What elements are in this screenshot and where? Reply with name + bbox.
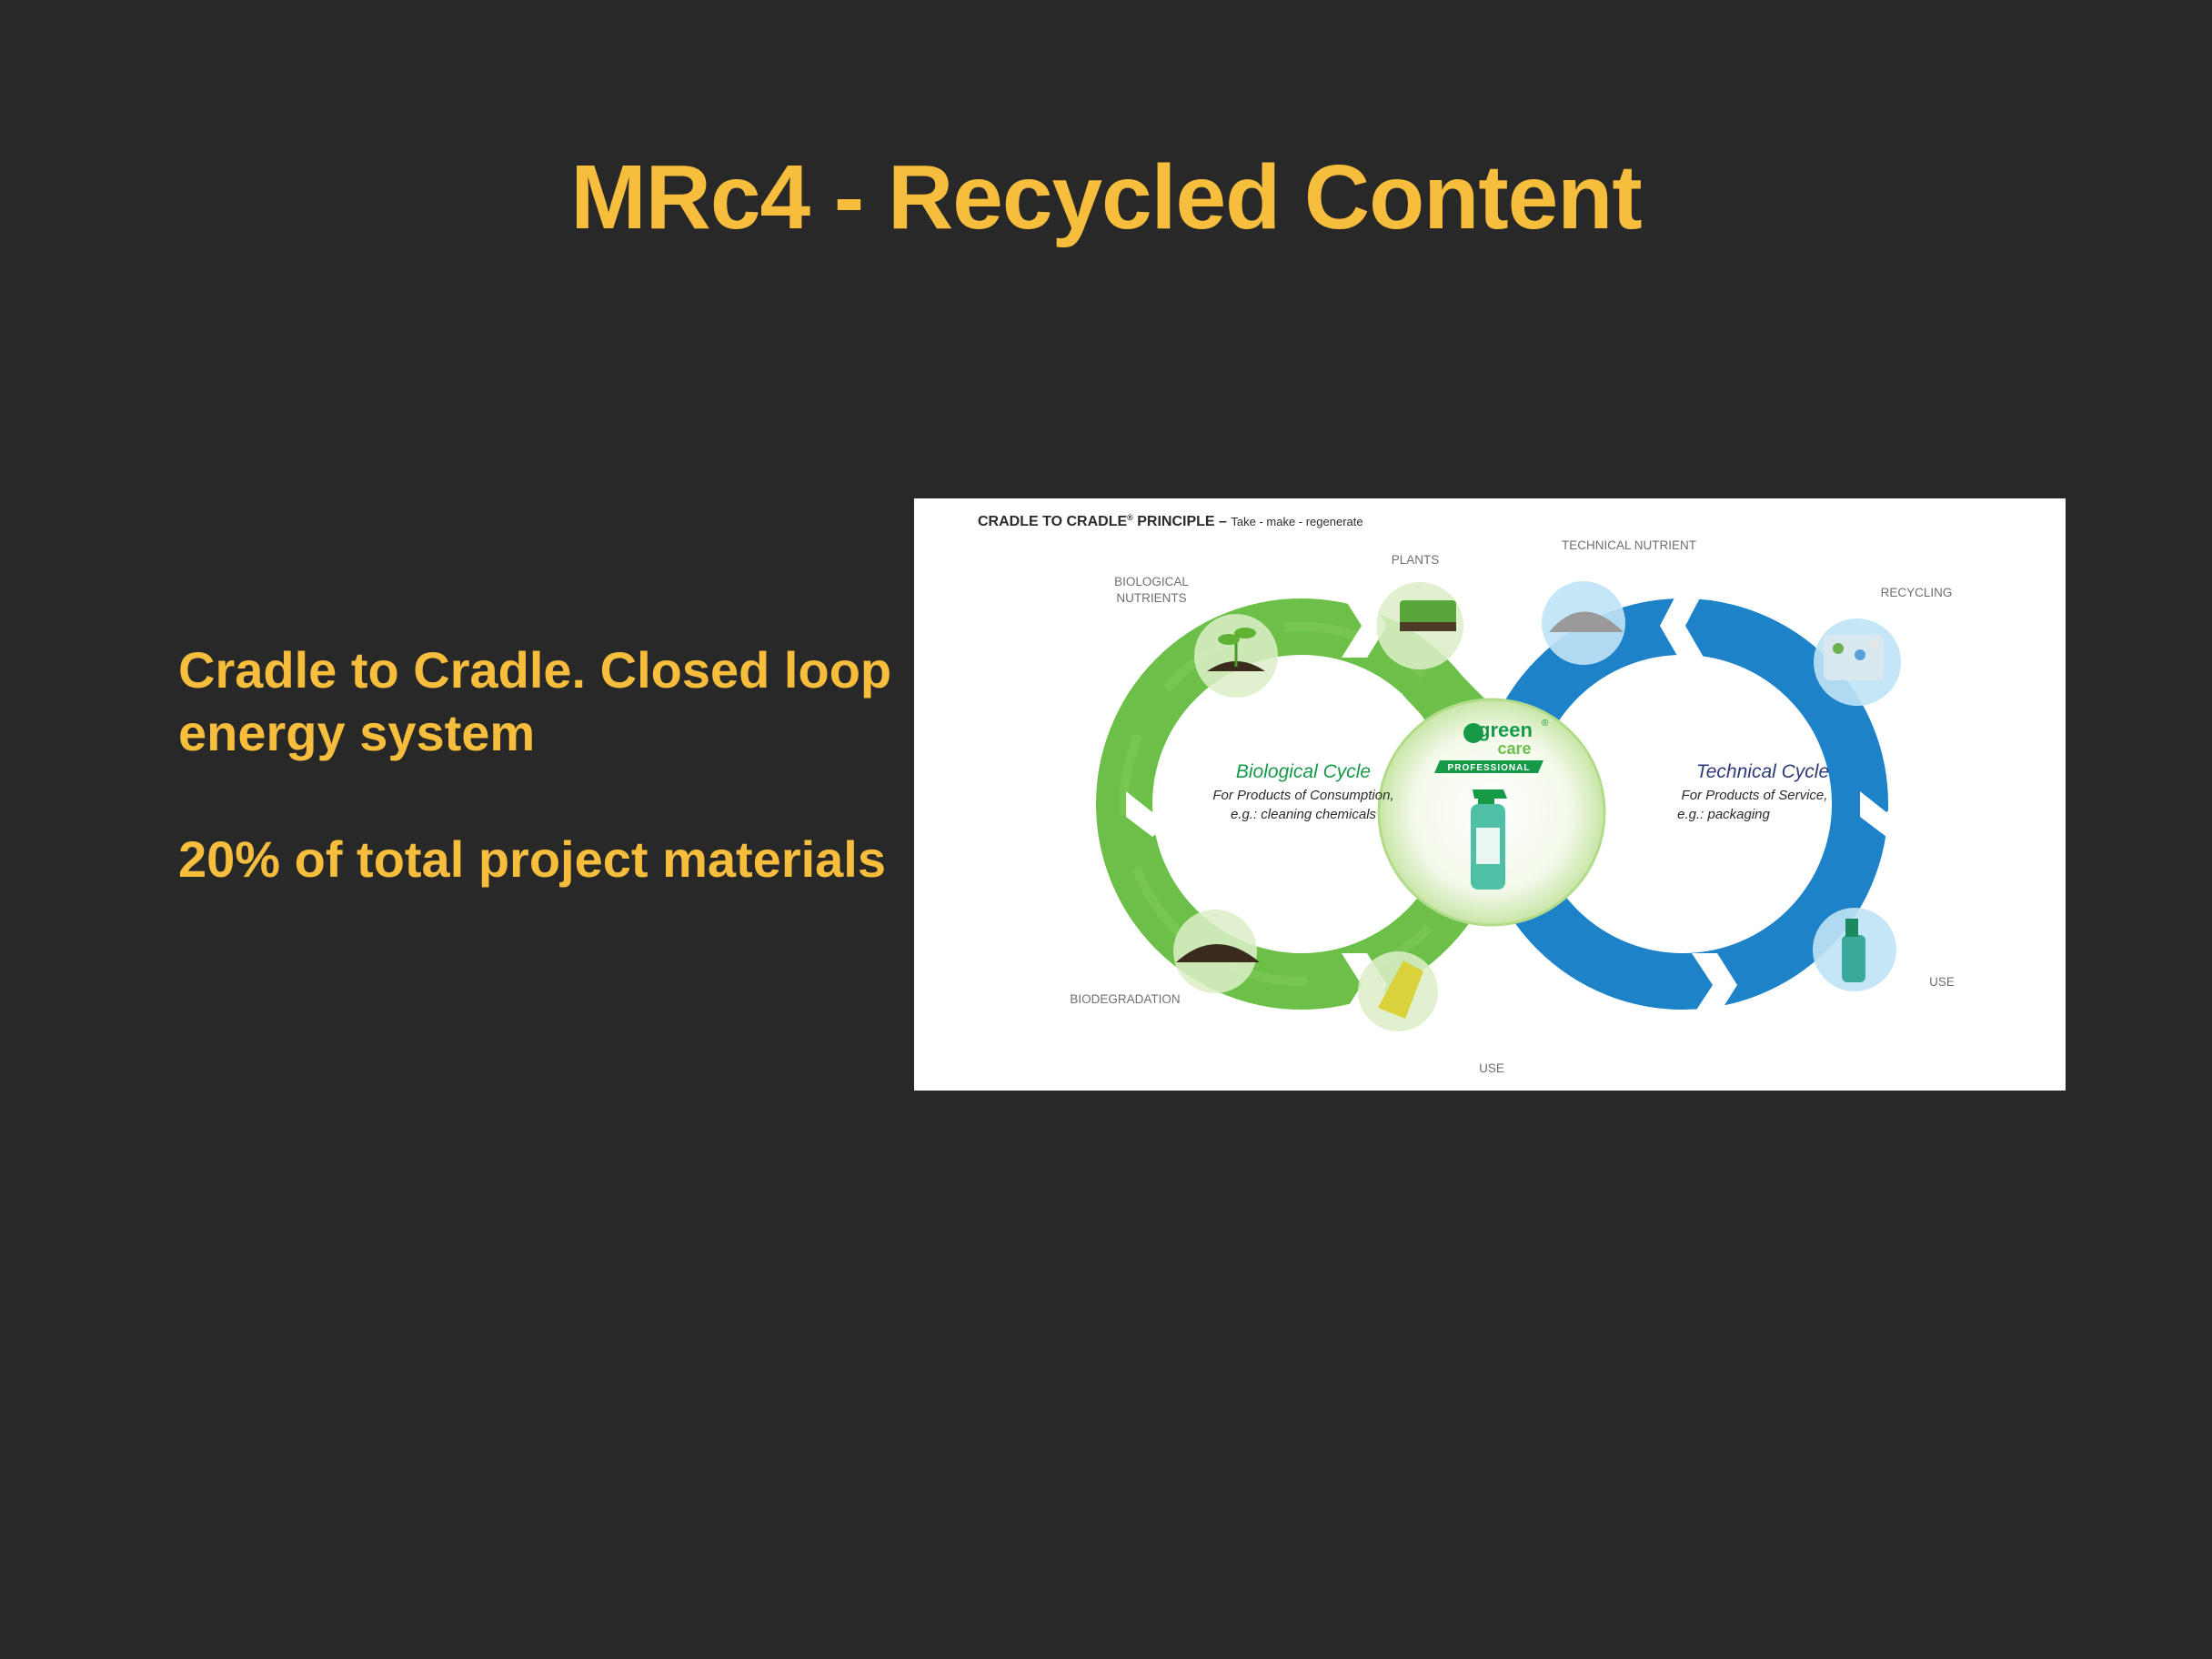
label-biodegradation: BIODEGRADATION xyxy=(1070,992,1180,1006)
technical-cycle-text: Technical Cycle For Products of Service,… xyxy=(1677,761,1829,822)
technical-cycle-line2: e.g.: packaging xyxy=(1677,807,1770,822)
logo-professional-banner: PROFESSIONAL xyxy=(1448,763,1531,773)
biological-cycle-title: Biological Cycle xyxy=(1236,761,1371,782)
node-use-bottle xyxy=(1813,908,1896,991)
node-use-glove xyxy=(1358,951,1438,1031)
technical-cycle-line1: For Products of Service, xyxy=(1682,788,1828,803)
green-care-logo-circle: green care ® PROFESSIONAL xyxy=(1379,699,1604,925)
biological-cycle-text: Biological Cycle For Products of Consump… xyxy=(1212,761,1393,822)
node-plants xyxy=(1376,582,1463,669)
slide-title: MRc4 - Recycled Content xyxy=(0,146,2212,250)
label-plants: PLANTS xyxy=(1392,553,1440,567)
logo-word-care: care xyxy=(1497,739,1531,758)
biological-cycle-line1: For Products of Consumption, xyxy=(1212,788,1393,803)
logo-registered-mark: ® xyxy=(1542,719,1549,729)
label-use-center: USE xyxy=(1479,1061,1504,1075)
label-use-right: USE xyxy=(1929,975,1955,989)
cradle-to-cradle-diagram: CRADLE TO CRADLE® PRINCIPLE – Take - mak… xyxy=(914,498,2066,1091)
label-biological-nutrients-line2: NUTRIENTS xyxy=(1116,591,1186,605)
frog-icon xyxy=(1463,723,1483,743)
node-biological-nutrients xyxy=(1194,614,1278,698)
technical-cycle-title: Technical Cycle xyxy=(1696,761,1829,782)
body-paragraph-closed-loop: Cradle to Cradle. Closed loop energy sys… xyxy=(178,638,906,764)
logo-word-green: green xyxy=(1478,719,1533,741)
biological-cycle-line2: e.g.: cleaning chemicals xyxy=(1231,807,1377,822)
label-technical-nutrient: TECHNICAL NUTRIENT xyxy=(1562,538,1696,552)
body-paragraph-recycled-percentage: 20% of total project materials xyxy=(178,828,906,890)
label-recycling: RECYCLING xyxy=(1881,586,1953,599)
label-biological-nutrients-line1: BIOLOGICAL xyxy=(1114,575,1189,588)
node-recycling xyxy=(1814,618,1901,706)
node-technical-nutrient xyxy=(1542,581,1625,665)
diagram-heading: CRADLE TO CRADLE® PRINCIPLE – Take - mak… xyxy=(978,513,1363,529)
cycle-diagram-svg: CRADLE TO CRADLE® PRINCIPLE – Take - mak… xyxy=(914,498,2066,1091)
